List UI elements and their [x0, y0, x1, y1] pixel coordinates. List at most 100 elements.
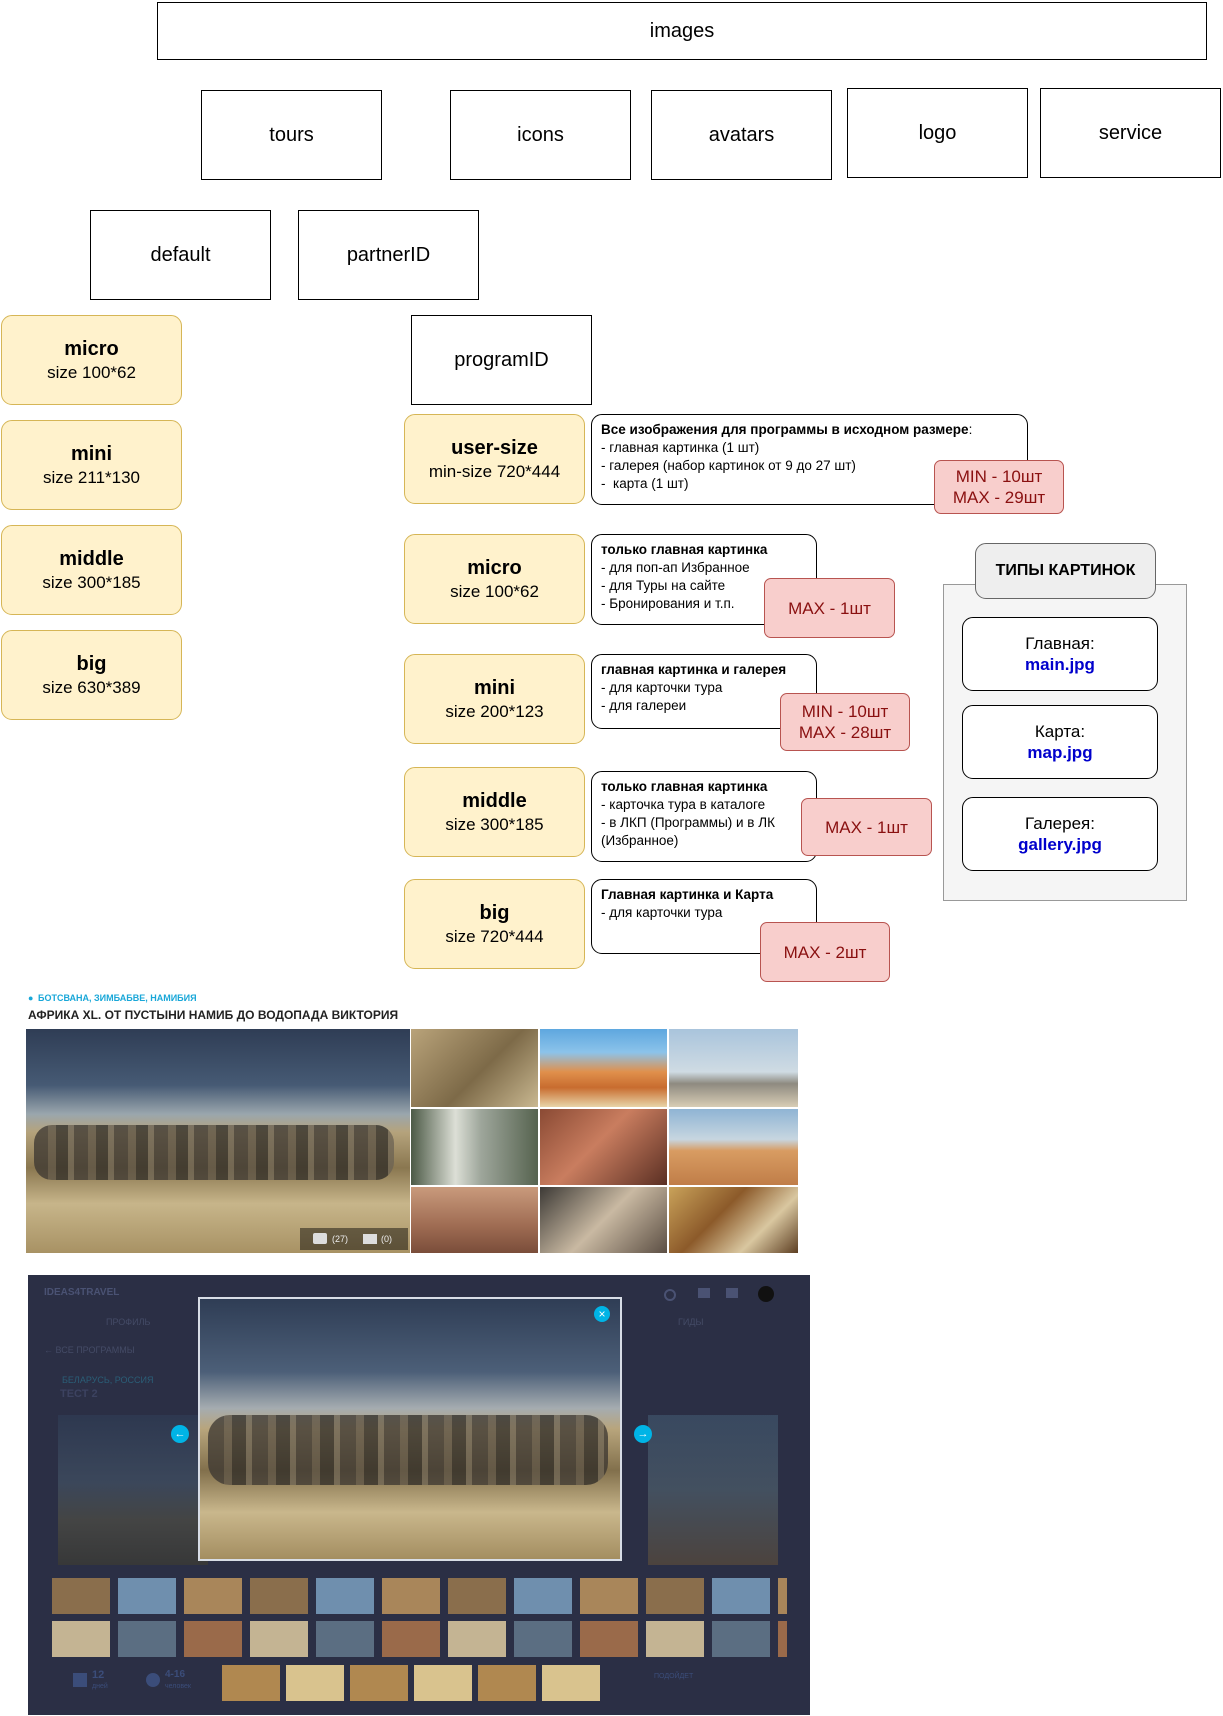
size-value: size 300*185: [445, 814, 544, 834]
type-file: main.jpg: [1025, 655, 1095, 674]
thumb-strip-2: [52, 1621, 787, 1657]
default-size-middle: middle size 300*185: [1, 525, 182, 615]
note-user-size: Все изображения для программы в исходном…: [591, 414, 1028, 505]
default-size-micro: micro size 100*62: [1, 315, 182, 405]
default-size-big: big size 630*389: [1, 630, 182, 720]
tours-label: tours: [269, 123, 314, 146]
thumb-strip-3: [222, 1665, 602, 1701]
note-line: - для Туры на сайте: [601, 578, 726, 593]
site-logo: IDEAS4TRAVEL: [44, 1287, 120, 1298]
type-main: Главная: main.jpg: [962, 617, 1158, 691]
gallery-thumb[interactable]: [540, 1029, 667, 1107]
photo-count: (27): [332, 1234, 349, 1244]
tours-folder: tours: [201, 90, 382, 180]
gallery-thumb[interactable]: [669, 1187, 798, 1253]
type-file: map.jpg: [1027, 743, 1093, 762]
gallery-thumb[interactable]: [411, 1187, 538, 1253]
limit-user-size: MIN - 10шт MAX - 29шт: [934, 460, 1064, 514]
limit-max: MAX - 1шт: [788, 598, 871, 618]
service-folder: service: [1040, 88, 1221, 178]
icons-folder: icons: [450, 90, 631, 180]
video-count: (0): [381, 1234, 392, 1244]
days-count: 12: [92, 1669, 105, 1681]
people-icon: [146, 1673, 160, 1687]
programid-label: programID: [454, 348, 549, 371]
note-line: - в ЛКП (Программы) и в ЛК: [601, 815, 775, 830]
program-size-mini: mini size 200*123: [404, 654, 585, 744]
size-title: middle: [462, 789, 527, 812]
size-title: middle: [59, 547, 124, 570]
tour-gallery-screenshot: ● БОТСВАНА, ЗИМБАБВЕ, НАМИБИЯ АФРИКА XL.…: [24, 985, 800, 1270]
note-middle: только главная картинка - карточка тура …: [591, 771, 817, 862]
avatar[interactable]: [758, 1286, 774, 1302]
breadcrumb[interactable]: ← ВСЕ ПРОГРАММЫ: [44, 1345, 135, 1355]
limit-min: MIN - 10шт: [801, 702, 889, 721]
note-line: - для карточки тура: [601, 905, 723, 920]
favorites-icon[interactable]: [698, 1288, 710, 1298]
avatars-label: avatars: [708, 123, 775, 146]
close-icon[interactable]: ×: [594, 1306, 610, 1322]
people-count: 4-16: [165, 1669, 186, 1680]
size-value: size 100*62: [47, 362, 136, 382]
panel-title-text: ТИПЫ КАРТИНОК: [995, 562, 1136, 579]
lightbox-herd: [208, 1415, 608, 1485]
note-suffix: :: [968, 422, 973, 437]
size-title: mini: [473, 676, 516, 699]
limit-big: MAX - 2шт: [760, 922, 890, 982]
program-title: ТЕСТ 2: [60, 1388, 98, 1400]
size-title: mini: [70, 442, 113, 465]
type-file: gallery.jpg: [1018, 835, 1102, 854]
gallery-thumb[interactable]: [411, 1109, 538, 1185]
program-size-user-size: user-size min-size 720*444: [404, 414, 585, 504]
limit-max: MAX - 29шт: [952, 488, 1046, 507]
logo-folder: logo: [847, 88, 1028, 178]
images-label: images: [649, 19, 715, 42]
type-gallery: Галерея: gallery.jpg: [962, 797, 1158, 871]
cart-icon[interactable]: [726, 1288, 738, 1298]
logo-label: logo: [918, 121, 957, 144]
background-thumbs: [648, 1415, 778, 1565]
note-title: главная картинка и галерея: [601, 662, 787, 677]
camera-icon: [313, 1233, 327, 1244]
size-value: size 300*185: [42, 572, 141, 592]
size-value: min-size 720*444: [428, 461, 561, 481]
limit-mini: MIN - 10шт MAX - 28шт: [780, 693, 910, 751]
search-icon[interactable]: [664, 1289, 676, 1301]
gallery-thumb[interactable]: [669, 1029, 798, 1107]
type-map: Карта: map.jpg: [962, 705, 1158, 779]
icons-label: icons: [517, 123, 564, 146]
nav-profile[interactable]: ПРОФИЛЬ: [106, 1317, 151, 1327]
suits-label: ПОДОЙДЕТ: [654, 1673, 694, 1680]
nav-guides[interactable]: ГИДЫ: [678, 1317, 704, 1327]
note-title: Главная картинка и Карта: [601, 887, 774, 902]
limit-micro: MAX - 1шт: [764, 578, 895, 638]
video-icon: [363, 1234, 377, 1244]
size-title: micro: [467, 556, 522, 579]
limit-middle: MAX - 1шт: [801, 798, 932, 856]
days-label: дней: [92, 1683, 108, 1690]
size-title: big: [76, 652, 107, 675]
note-line: - карточка тура в каталоге: [601, 797, 766, 812]
size-value: size 100*62: [450, 581, 539, 601]
prev-arrow-icon[interactable]: ←: [171, 1425, 189, 1443]
default-size-mini: mini size 211*130: [1, 420, 182, 510]
gallery-thumb[interactable]: [411, 1029, 538, 1107]
type-label: Карта:: [1034, 722, 1086, 741]
note-title: только главная картинка: [601, 779, 768, 794]
limit-max: MAX - 28шт: [798, 723, 892, 742]
tour-title: АФРИКА XL. ОТ ПУСТЫНИ НАМИБ ДО ВОДОПАДА …: [28, 1008, 399, 1022]
gallery-thumb[interactable]: [540, 1187, 667, 1253]
note-line: - галерея (набор картинок от 9 до 27 шт): [601, 458, 856, 473]
size-title: user-size: [451, 436, 538, 459]
default-folder: default: [90, 210, 271, 300]
next-arrow-icon[interactable]: →: [634, 1425, 652, 1443]
people-label: человек: [165, 1683, 191, 1690]
note-line: - Бронирования и т.п.: [601, 596, 735, 611]
partnerid-label: partnerID: [346, 243, 431, 266]
size-value: size 630*389: [42, 677, 141, 697]
note-mini: главная картинка и галерея - для карточк…: [591, 654, 817, 729]
lightbox-screenshot: IDEAS4TRAVEL ПРОФИЛЬ ГИДЫ ← ВСЕ ПРОГРАММ…: [28, 1275, 810, 1715]
gallery-thumb[interactable]: [540, 1109, 667, 1185]
gallery-thumb[interactable]: [669, 1109, 798, 1185]
program-size-middle: middle size 300*185: [404, 767, 585, 857]
